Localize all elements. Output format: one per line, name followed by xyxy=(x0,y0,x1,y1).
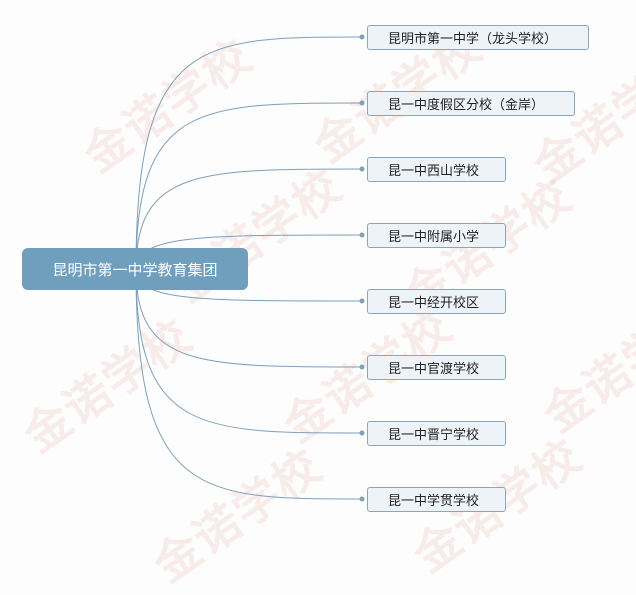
branch-node[interactable]: 昆一中西山学校 xyxy=(367,157,506,182)
connector-dot xyxy=(359,34,365,40)
branch-node[interactable]: 昆一中官渡学校 xyxy=(367,355,506,380)
connector-line xyxy=(135,269,363,368)
branch-node[interactable]: 昆明市第一中学（龙头学校） xyxy=(367,25,589,50)
connector-line xyxy=(135,168,363,271)
connector-dot xyxy=(359,430,365,436)
connector-dot xyxy=(359,232,365,238)
connector-line xyxy=(135,36,363,271)
branch-node[interactable]: 昆一中度假区分校（金岸） xyxy=(367,91,575,116)
connector-dot xyxy=(359,496,365,502)
branch-node[interactable]: 昆一中晋宁学校 xyxy=(367,421,506,446)
branch-node[interactable]: 昆一中附属小学 xyxy=(367,223,506,248)
connector-dot xyxy=(359,166,365,172)
branch-node[interactable]: 昆一中经开校区 xyxy=(367,289,506,314)
connector-line xyxy=(135,269,363,434)
connector-lines xyxy=(135,34,365,502)
connector-line xyxy=(135,269,363,500)
root-node[interactable]: 昆明市第一中学教育集团 xyxy=(22,248,248,290)
connector-line xyxy=(135,102,363,271)
connector-dot xyxy=(359,364,365,370)
branch-node[interactable]: 昆一中学贯学校 xyxy=(367,487,506,512)
connector-dot xyxy=(359,298,365,304)
connector-dot xyxy=(359,100,365,106)
